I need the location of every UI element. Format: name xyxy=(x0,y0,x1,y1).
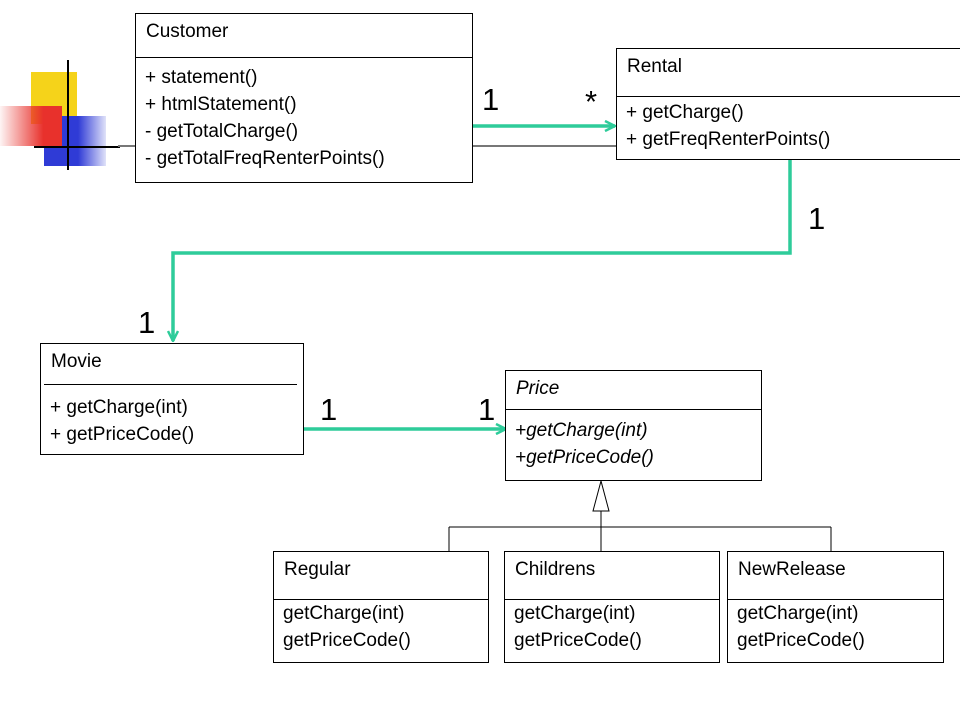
operation: - getTotalFreqRenterPoints() xyxy=(145,148,385,169)
class-name: NewRelease xyxy=(738,559,846,580)
class-customer[interactable]: Customer + statement() + htmlStatement()… xyxy=(135,13,473,183)
decorative-logo xyxy=(0,60,120,180)
operation: getCharge(int) xyxy=(283,603,405,624)
operations: + statement() + htmlStatement() - getTot… xyxy=(145,64,468,172)
divider xyxy=(505,599,719,600)
multiplicity-rental-end: * xyxy=(585,84,598,119)
operations: +getCharge(int) +getPriceCode() xyxy=(515,417,757,471)
class-name: Rental xyxy=(627,56,682,77)
operation: +getPriceCode() xyxy=(515,447,654,468)
class-newrelease[interactable]: NewRelease getCharge(int) getPriceCode() xyxy=(727,551,944,663)
class-rental[interactable]: Rental + getCharge() + getFreqRenterPoin… xyxy=(616,48,960,160)
operation: getPriceCode() xyxy=(514,630,642,651)
rental-movie-association xyxy=(173,160,792,341)
divider xyxy=(617,96,960,97)
class-name: Price xyxy=(516,378,560,399)
divider xyxy=(274,599,488,600)
operation: +getCharge(int) xyxy=(515,420,648,441)
operation: + statement() xyxy=(145,67,258,88)
multiplicity-rental-movie-source: 1 xyxy=(808,201,826,236)
operation: - getTotalCharge() xyxy=(145,121,299,142)
operation: getCharge(int) xyxy=(737,603,859,624)
generalization-triangle xyxy=(592,479,610,512)
class-price[interactable]: Price +getCharge(int) +getPriceCode() xyxy=(505,370,762,481)
multiplicity-movie-price-target: 1 xyxy=(478,392,496,427)
operation: + getCharge() xyxy=(626,102,744,123)
operation: + htmlStatement() xyxy=(145,94,297,115)
divider xyxy=(136,57,472,58)
class-name: Customer xyxy=(146,21,229,42)
multiplicity-customer-end: 1 xyxy=(482,82,500,117)
class-name: Movie xyxy=(51,351,102,372)
operation: + getPriceCode() xyxy=(50,424,195,445)
divider xyxy=(728,599,943,600)
operation: + getFreqRenterPoints() xyxy=(626,129,831,150)
operations: + getCharge(int) + getPriceCode() xyxy=(50,394,299,448)
class-name: Regular xyxy=(284,559,351,580)
class-regular[interactable]: Regular getCharge(int) getPriceCode() xyxy=(273,551,489,663)
operation: getPriceCode() xyxy=(737,630,865,651)
divider xyxy=(506,409,761,410)
multiplicity-movie-price-source: 1 xyxy=(320,392,338,427)
class-name: Childrens xyxy=(515,559,596,580)
operation: getPriceCode() xyxy=(283,630,411,651)
operations: + getCharge() + getFreqRenterPoints() xyxy=(626,99,956,153)
operations: getCharge(int) getPriceCode() xyxy=(737,600,939,654)
class-movie[interactable]: Movie + getCharge(int) + getPriceCode() xyxy=(40,343,304,455)
multiplicity-rental-movie-target: 1 xyxy=(138,305,156,340)
operations: getCharge(int) getPriceCode() xyxy=(514,600,715,654)
operations: getCharge(int) getPriceCode() xyxy=(283,600,484,654)
divider xyxy=(44,384,297,385)
operation: getCharge(int) xyxy=(514,603,636,624)
operation: + getCharge(int) xyxy=(50,397,188,418)
class-childrens[interactable]: Childrens getCharge(int) getPriceCode() xyxy=(504,551,720,663)
